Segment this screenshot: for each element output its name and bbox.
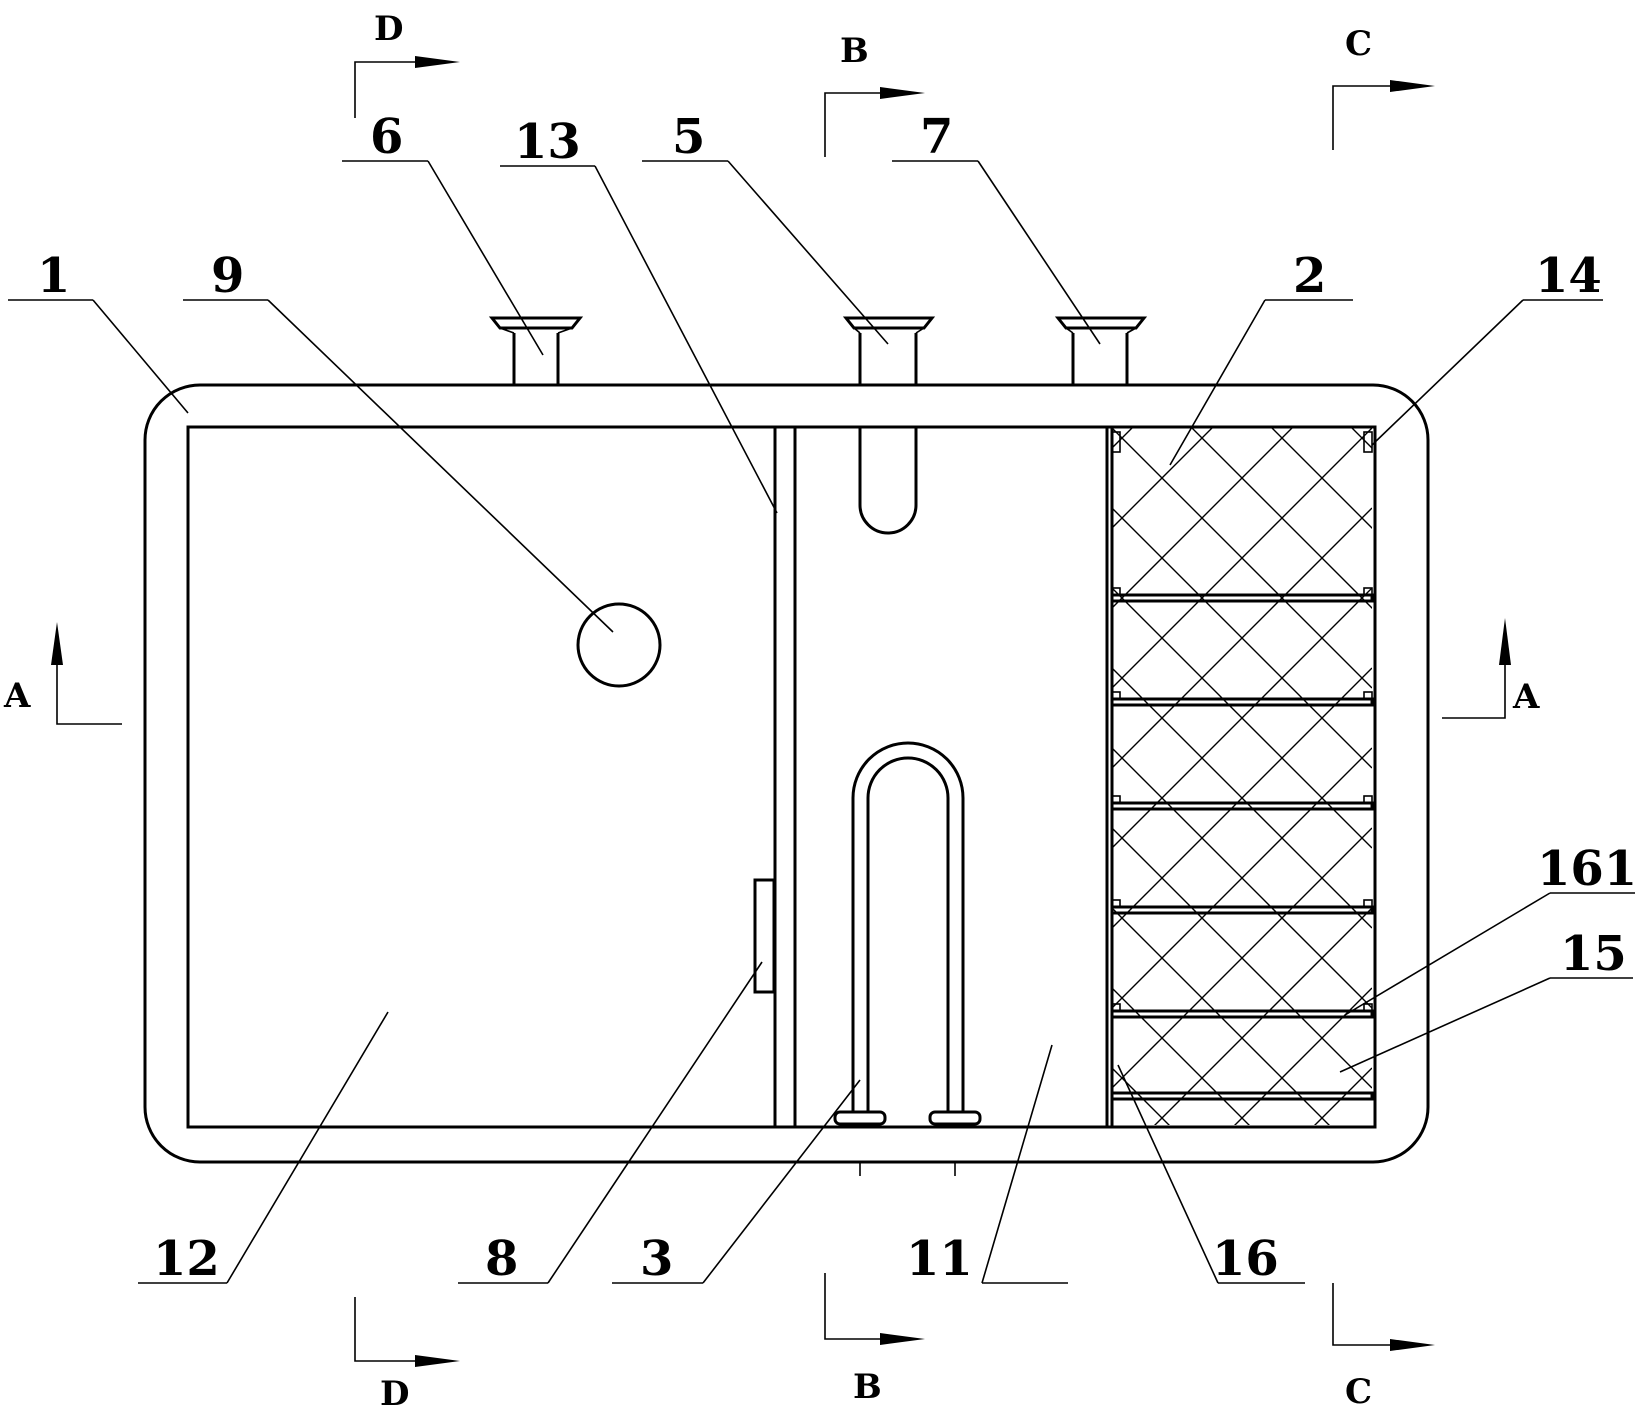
section-b-bottom: B bbox=[853, 1367, 882, 1407]
label-6: 6 bbox=[370, 109, 403, 165]
part-labels: 1 9 6 13 5 7 2 14 161 15 12 8 3 11 16 bbox=[37, 109, 1637, 1287]
tank-outer-shell bbox=[143, 383, 1430, 1164]
label-12: 12 bbox=[153, 1231, 220, 1287]
label-3: 3 bbox=[640, 1231, 673, 1287]
label-14: 14 bbox=[1535, 248, 1602, 304]
label-1: 1 bbox=[37, 248, 70, 304]
label-13: 13 bbox=[514, 114, 581, 170]
u-tube-3 bbox=[833, 741, 982, 1176]
sight-port-9 bbox=[576, 602, 662, 688]
label-8: 8 bbox=[485, 1231, 518, 1287]
label-5: 5 bbox=[672, 109, 705, 165]
section-c-top: C bbox=[1345, 24, 1372, 64]
section-c-bottom: C bbox=[1345, 1372, 1372, 1412]
tank-inner-wall bbox=[186, 425, 1377, 1129]
nozzle-5 bbox=[842, 316, 936, 385]
section-a-left: A bbox=[3, 676, 31, 716]
leader-lines bbox=[8, 160, 1635, 1284]
label-7: 7 bbox=[920, 109, 953, 165]
section-a-right: A bbox=[1512, 677, 1540, 717]
label-161: 161 bbox=[1537, 841, 1637, 897]
section-d-top: D bbox=[374, 9, 403, 49]
section-labels: D B C A A D B C bbox=[3, 9, 1540, 1414]
nozzle-7 bbox=[1054, 316, 1148, 385]
inlet-dip-pipe bbox=[858, 427, 918, 535]
plate-8 bbox=[753, 878, 776, 994]
nozzle-6 bbox=[488, 316, 584, 385]
support-trays bbox=[1110, 431, 1374, 1101]
filter-partition bbox=[1105, 427, 1114, 1127]
label-15: 15 bbox=[1560, 926, 1627, 982]
section-markers bbox=[51, 56, 1511, 1367]
label-9: 9 bbox=[211, 248, 244, 304]
label-2: 2 bbox=[1293, 248, 1326, 304]
label-11: 11 bbox=[906, 1231, 973, 1287]
section-d-bottom: D bbox=[380, 1374, 409, 1414]
section-b-top: B bbox=[840, 31, 869, 71]
partition-13 bbox=[773, 427, 797, 1127]
filter-media-2 bbox=[1112, 428, 1372, 1125]
label-16: 16 bbox=[1212, 1231, 1279, 1287]
